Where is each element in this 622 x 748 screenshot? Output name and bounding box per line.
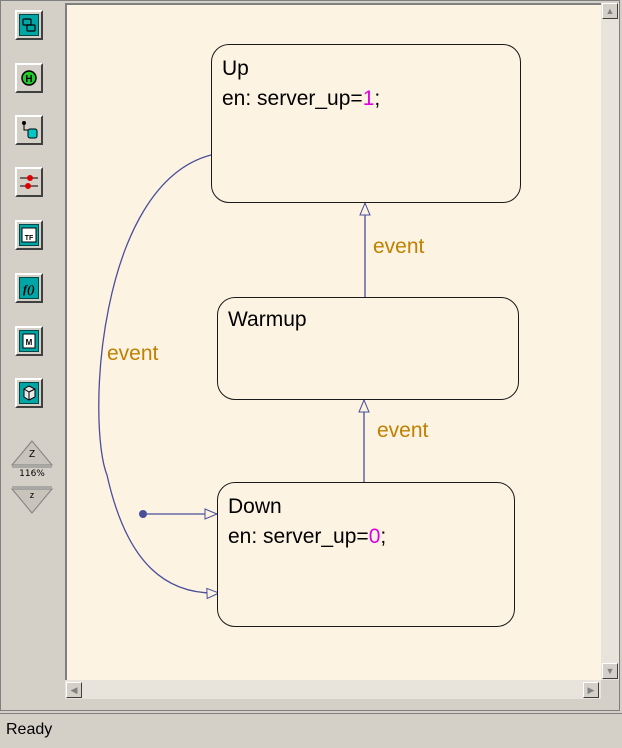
default-transition-tool-button[interactable] [15,115,43,145]
zoom-out-button[interactable]: z [29,490,35,500]
graphical-function-tool-button[interactable]: f() [15,273,43,303]
state-up-label: Up [222,57,249,80]
svg-text:M: M [26,338,33,347]
status-text: Ready [6,721,53,738]
box-tool-button[interactable] [15,378,43,408]
entry-action-text: en: server_up= [228,525,369,548]
svg-text:TF: TF [25,235,34,242]
state-down-label: Down [228,495,282,518]
function-icon: f() [19,277,39,299]
history-junction-icon: H [19,67,39,89]
scroll-down-button[interactable]: ▼ [602,663,618,679]
scroll-corner [601,680,619,699]
truth-table-icon: TF [19,224,39,246]
transition-label-up-to-down[interactable]: event [107,342,159,365]
state-up-entry-action: en: server_up=1; [222,87,380,111]
horizontal-scrollbar[interactable]: ◀ ▶ [65,680,601,699]
state-up[interactable]: Up en: server_up=1; [211,44,521,203]
state-warmup-label: Warmup [228,308,307,331]
zoom-control: Z 116% z [10,439,54,517]
matlab-function-icon: M [19,330,39,352]
entry-action-value: 1 [362,87,375,110]
state-icon [19,14,39,36]
state-tool-button[interactable] [15,10,43,40]
zoom-level: 116% [19,469,45,479]
default-transition-dot[interactable] [139,510,147,518]
transition-up-to-down[interactable] [98,154,219,593]
entry-action-value: 0 [368,525,381,548]
entry-action-suffix: ; [380,525,387,548]
entry-action-suffix: ; [374,87,381,110]
state-down[interactable]: Down en: server_up=0; [217,482,515,627]
scroll-right-button[interactable]: ▶ [583,682,599,698]
state-down-entry-action: en: server_up=0; [228,525,386,549]
scroll-up-button[interactable]: ▲ [602,3,618,19]
transition-label-down-to-warmup[interactable]: event [377,419,429,442]
history-junction-tool-button[interactable]: H [15,63,43,93]
entry-action-text: en: server_up= [222,87,363,110]
state-warmup[interactable]: Warmup [217,297,519,400]
connective-junction-tool-button[interactable] [15,167,43,197]
embedded-matlab-function-tool-button[interactable]: M [15,326,43,356]
svg-text:H: H [25,74,32,85]
truth-table-tool-button[interactable]: TF [15,220,43,250]
box-icon [19,382,39,404]
scroll-left-button[interactable]: ◀ [66,682,82,698]
vertical-scrollbar[interactable]: ▲ ▼ [601,3,619,680]
svg-text:f(): f() [23,282,35,296]
default-transition-icon [19,119,39,141]
object-palette: H TF f() M [2,2,62,710]
transition-label-warmup-to-up[interactable]: event [373,235,425,258]
transition-layer [98,154,601,680]
zoom-in-button[interactable]: Z [28,449,36,460]
connective-junction-icon [19,171,39,193]
chart-canvas[interactable]: Up en: server_up=1; Warmup Down en: serv… [65,3,601,680]
status-bar: Ready [0,713,622,748]
